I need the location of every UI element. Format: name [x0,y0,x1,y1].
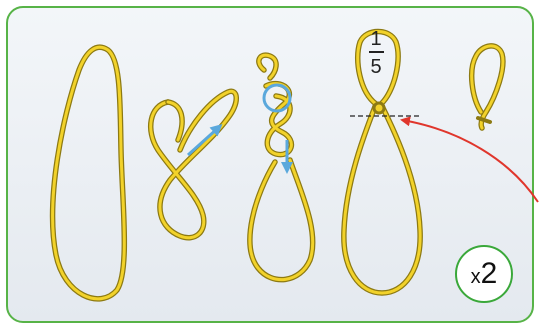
fraction-bar [369,51,384,53]
multiplier-value: 2 [481,257,498,291]
fraction-denominator: 5 [361,56,391,78]
loop-size-fraction: 1 5 [361,28,391,78]
multiplier-prefix: x [471,266,481,289]
repeat-count-badge: x 2 [455,245,513,303]
fraction-numerator: 1 [361,28,391,50]
